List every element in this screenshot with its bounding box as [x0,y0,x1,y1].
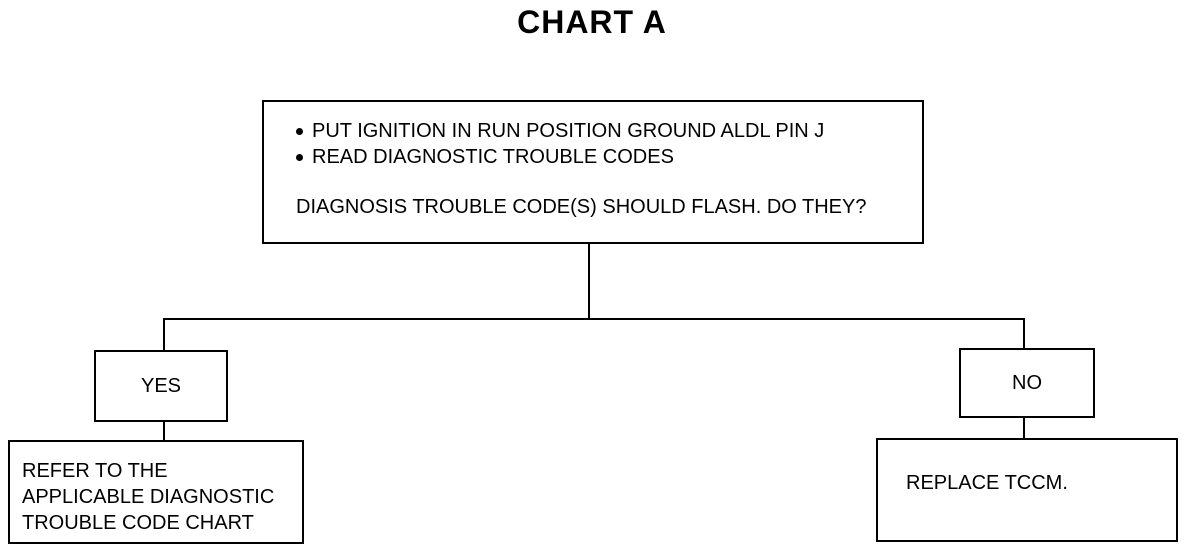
step-item: PUT IGNITION IN RUN POSITION GROUND ALDL… [296,118,922,144]
step-text: READ DIAGNOSTIC TROUBLE CODES [312,146,674,168]
yes-branch-box: YES [94,350,228,422]
step-text: PUT IGNITION IN RUN POSITION GROUND ALDL… [312,120,825,142]
connector-no-down [1023,318,1025,348]
bullet-icon [296,153,303,161]
no-result-text: REPLACE TCCM. [906,472,1068,494]
bullet-icon [296,127,303,135]
no-label: NO [1012,372,1042,394]
yes-result-line: TROUBLE CODE CHART [22,512,254,534]
yes-label: YES [140,375,182,397]
connector-yes-result [163,422,165,440]
step-item: READ DIAGNOSTIC TROUBLE CODES [296,144,922,170]
yes-result-line: REFER TO THE [22,460,168,482]
no-branch-box: NO [959,348,1095,418]
decision-question: DIAGNOSIS TROUBLE CODE(S) SHOULD FLASH. … [296,196,867,218]
yes-result-box: REFER TO THE APPLICABLE DIAGNOSTIC TROUB… [8,440,304,544]
connector-horizontal [163,318,1025,320]
no-result-box: REPLACE TCCM. [876,438,1178,542]
yes-result-line: APPLICABLE DIAGNOSTIC [22,486,275,508]
connector-yes-down [163,318,165,350]
chart-title: CHART A [517,4,667,40]
start-step-box: PUT IGNITION IN RUN POSITION GROUND ALDL… [262,100,924,244]
connector-no-result [1023,418,1025,438]
connector-main-down [588,244,590,320]
